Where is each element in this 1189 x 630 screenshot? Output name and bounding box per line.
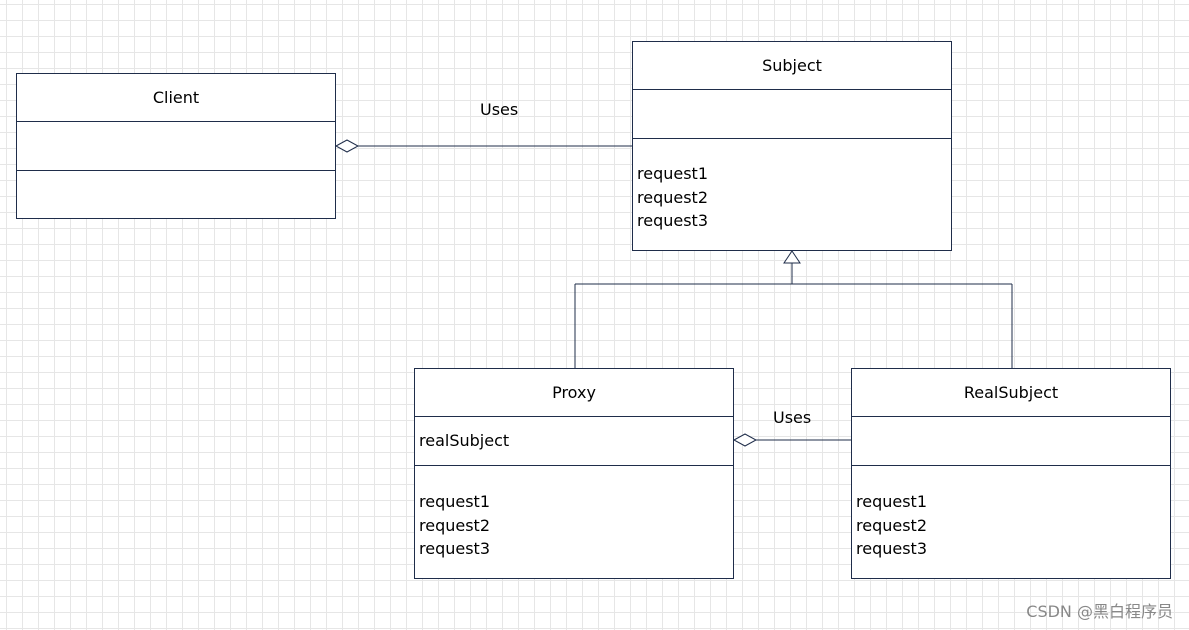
proxy-realsubject-aggregation: [732, 433, 851, 447]
attribute-item: realSubject: [419, 431, 510, 450]
operation-item: request3: [637, 211, 708, 230]
class-name: Subject: [633, 42, 951, 90]
operation-item: request1: [419, 492, 490, 511]
operation-item: request3: [419, 539, 490, 558]
class-attributes: [17, 122, 335, 171]
class-name: RealSubject: [852, 369, 1170, 417]
operation-item: request1: [856, 492, 927, 511]
uses-label-client-subject: Uses: [480, 100, 519, 119]
uses-label-proxy-realsubject: Uses: [773, 408, 812, 427]
class-attributes: [852, 417, 1170, 466]
operation-item: request1: [637, 164, 708, 183]
class-operations: request1 request2 request3: [633, 139, 951, 233]
class-proxy[interactable]: Proxy realSubject request1 request2 requ…: [414, 368, 734, 579]
class-attributes: [633, 90, 951, 139]
operation-item: request2: [419, 515, 490, 535]
class-name: Proxy: [415, 369, 733, 417]
operation-item: request3: [856, 539, 927, 558]
class-operations: request1 request2 request3: [852, 466, 1170, 561]
class-name: Client: [17, 74, 335, 122]
client-subject-aggregation: [334, 139, 632, 153]
operation-item: request2: [637, 187, 708, 207]
watermark: CSDN @黑白程序员: [1026, 602, 1173, 621]
class-client[interactable]: Client: [16, 73, 336, 219]
class-subject[interactable]: Subject request1 request2 request3: [632, 41, 952, 251]
generalization-triangle-icon: [783, 250, 801, 264]
aggregation-diamond-icon: [334, 139, 360, 153]
class-attributes: realSubject: [415, 417, 733, 466]
operation-item: request2: [856, 515, 927, 535]
class-operations: request1 request2 request3: [415, 466, 733, 561]
generalization-tree: [574, 250, 1013, 368]
aggregation-diamond-icon: [732, 433, 758, 447]
class-realsubject[interactable]: RealSubject request1 request2 request3: [851, 368, 1171, 579]
